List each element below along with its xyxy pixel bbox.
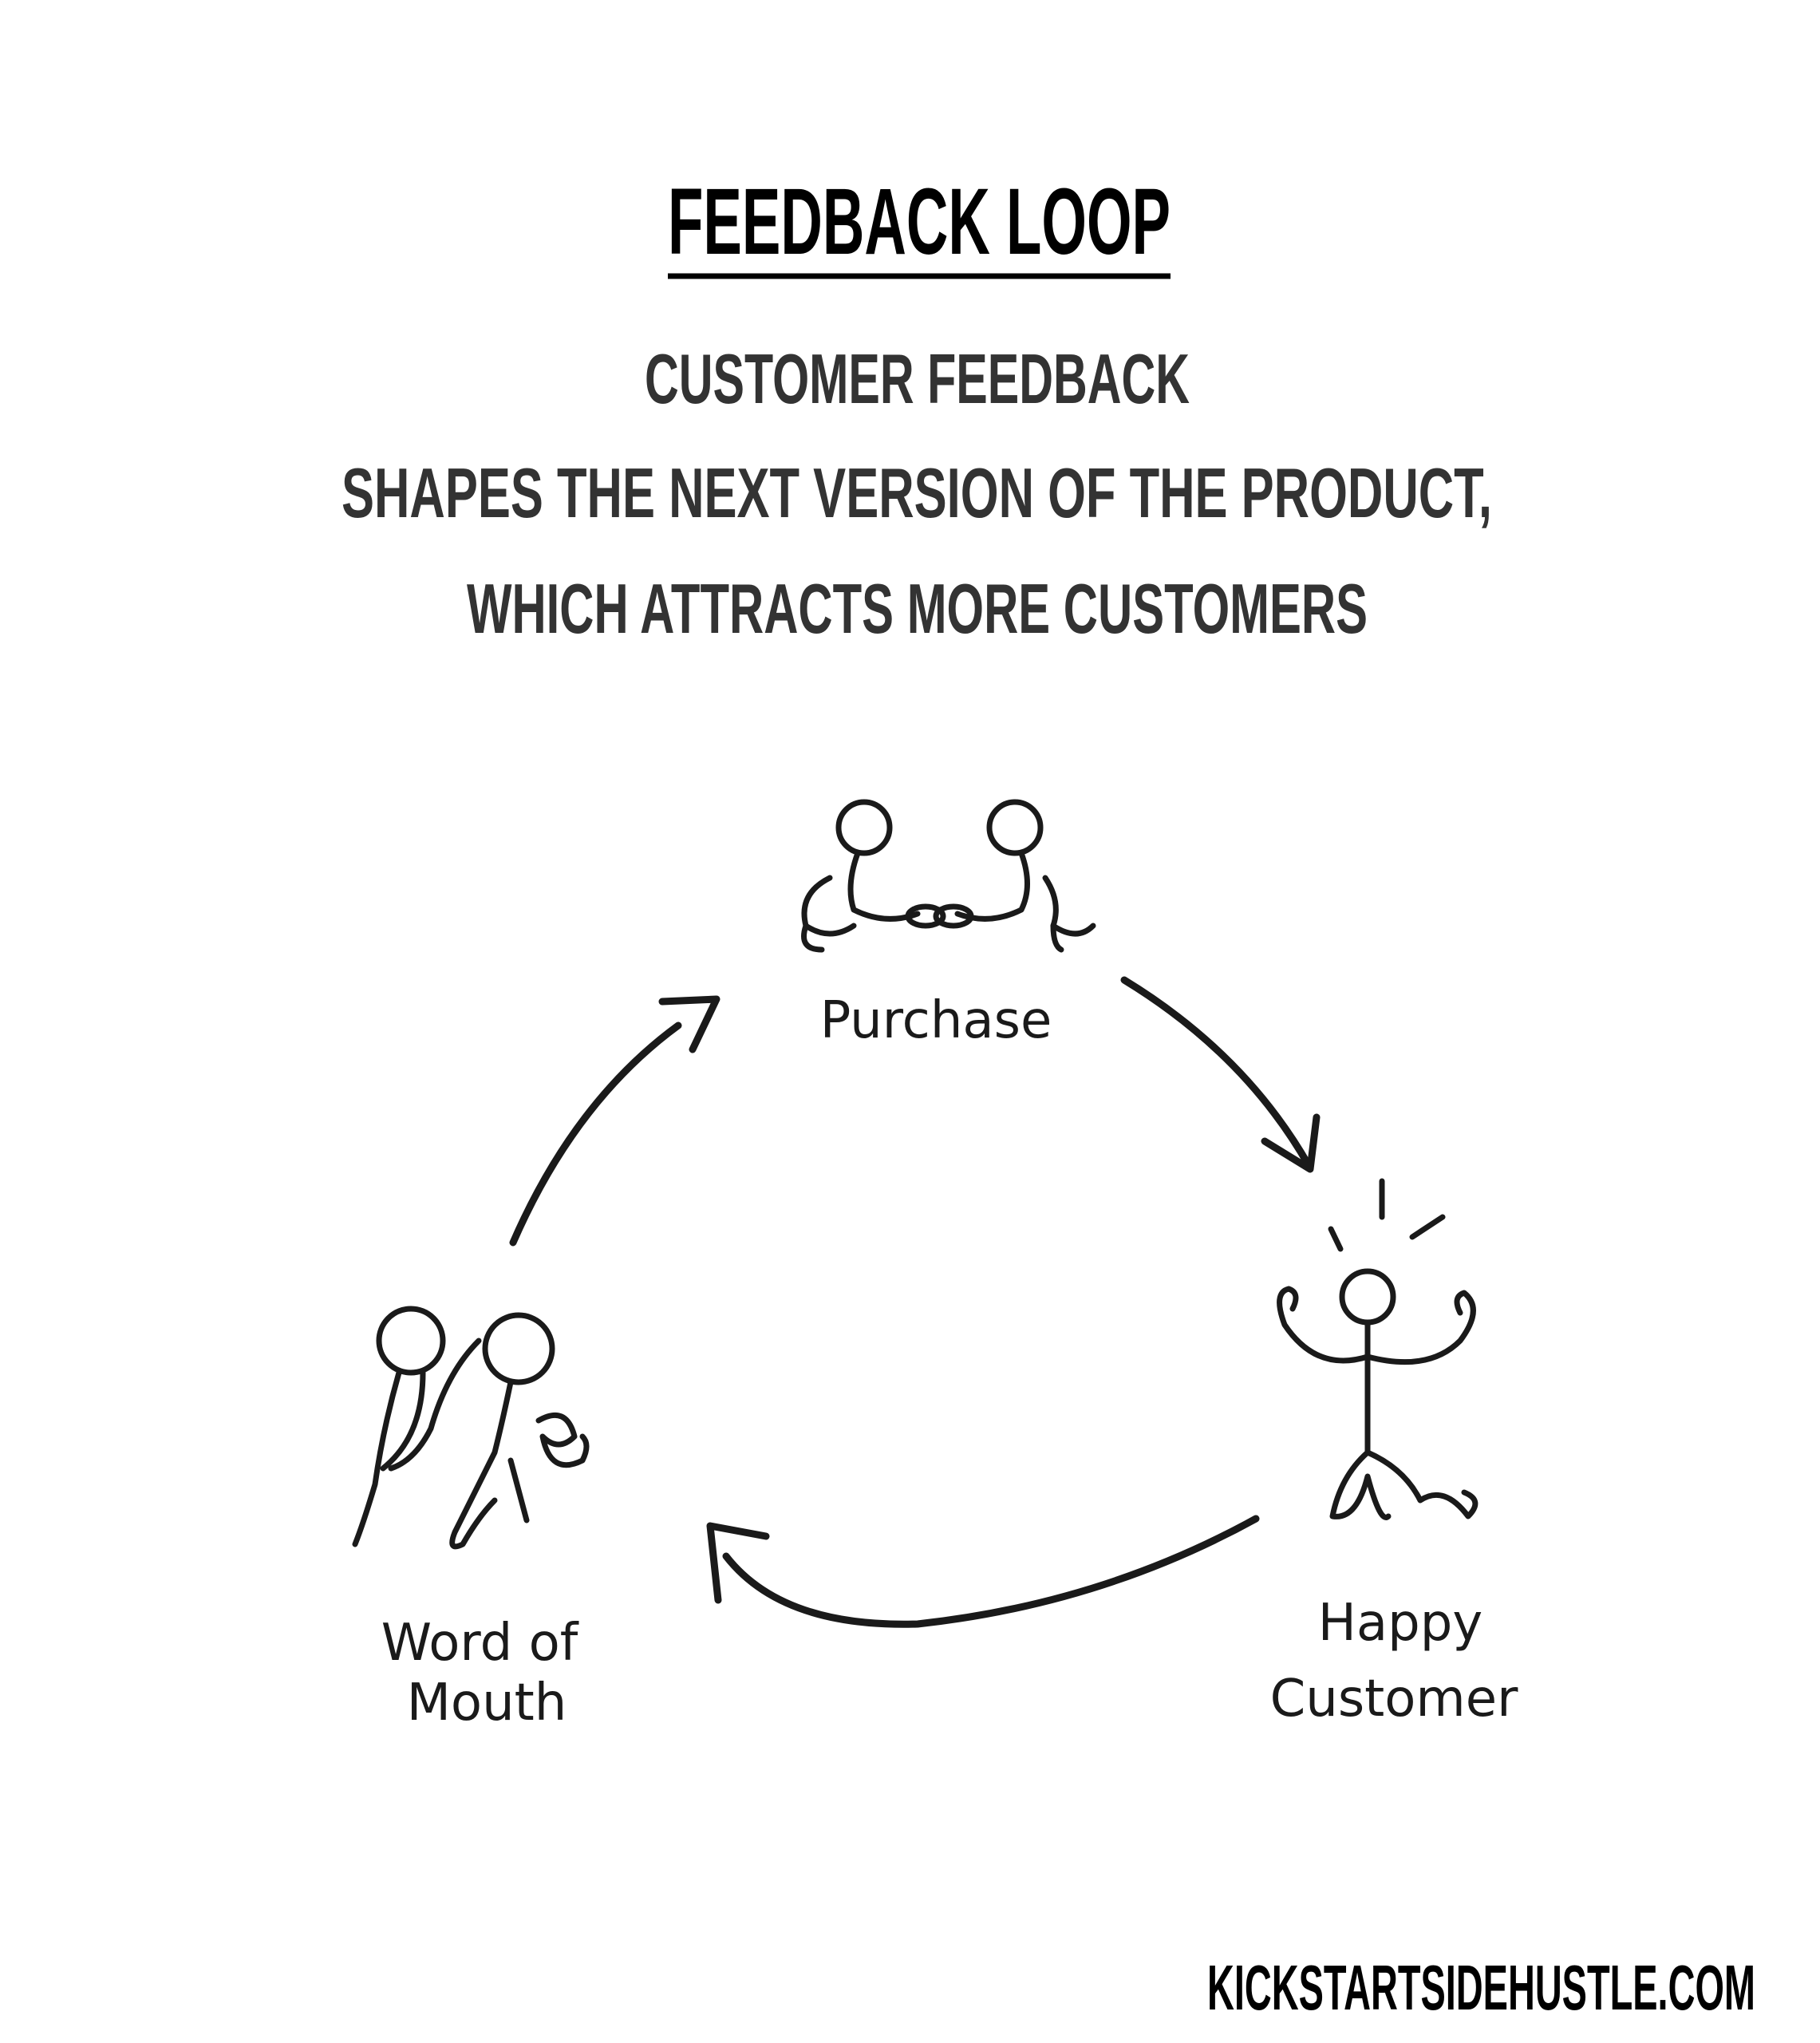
subtitle-line-3: WHICH ATTRACTS MORE CUSTOMERS bbox=[467, 569, 1368, 648]
arrow-word-of-mouth-to-purchase bbox=[509, 995, 720, 1247]
footer-website: KICKSTARTSIDEHUSTLE.COM bbox=[1207, 1952, 1755, 2023]
subtitle-line-1: CUSTOMER FEEDBACK bbox=[645, 339, 1190, 418]
word-of-mouth-icon bbox=[352, 1306, 590, 1550]
node-label-happy-line-2: Customer bbox=[1270, 1670, 1519, 1729]
node-label-word-of-mouth-line-1: Word of bbox=[381, 1614, 579, 1673]
page-title: FEEDBACK LOOP bbox=[668, 169, 1171, 275]
node-label-happy-line-1: Happy bbox=[1318, 1594, 1482, 1653]
arrow-happy-to-word-of-mouth bbox=[706, 1515, 1260, 1628]
subtitle-line-2: SHAPES THE NEXT VERSION OF THE PRODUCT, bbox=[341, 453, 1492, 532]
arrow-purchase-to-happy bbox=[1120, 976, 1321, 1173]
happy-customer-icon bbox=[1277, 1178, 1479, 1520]
node-label-purchase: Purchase bbox=[820, 991, 1052, 1050]
node-label-word-of-mouth-line-2: Mouth bbox=[407, 1674, 567, 1733]
handshake-icon bbox=[801, 799, 1096, 953]
